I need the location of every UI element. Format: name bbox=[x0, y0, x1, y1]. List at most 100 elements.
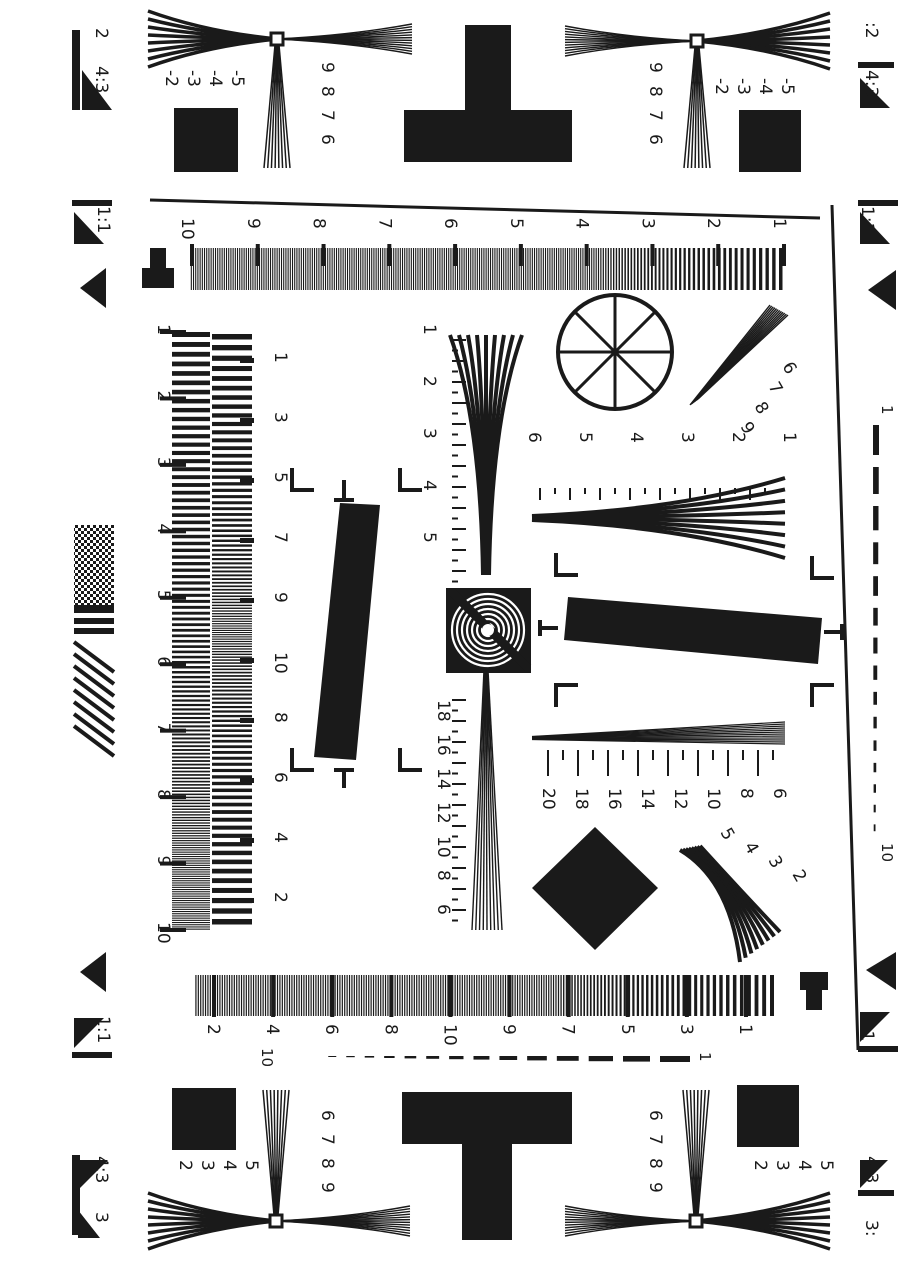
spoke bbox=[613, 350, 657, 394]
strip-bar bbox=[311, 248, 313, 290]
strip-bar bbox=[410, 248, 412, 290]
strip-bar bbox=[633, 248, 636, 290]
h-bar bbox=[172, 897, 210, 899]
strip-bar bbox=[529, 248, 531, 290]
strip-bar bbox=[752, 248, 756, 290]
strip-bar bbox=[618, 248, 620, 290]
wedge-label: 14 bbox=[637, 788, 657, 810]
h-bar bbox=[212, 656, 252, 658]
strip-bar bbox=[296, 975, 298, 1016]
strip-bar bbox=[552, 975, 555, 1016]
strip-bar bbox=[577, 248, 580, 290]
dash bbox=[873, 784, 876, 793]
strip-bar bbox=[560, 975, 562, 1016]
ring bbox=[465, 607, 511, 653]
strip-bar bbox=[294, 248, 296, 290]
dash bbox=[873, 824, 876, 832]
wedge-label: 8 bbox=[736, 788, 756, 799]
strip-bar bbox=[694, 975, 698, 1016]
h-bar bbox=[212, 634, 252, 636]
strip-bar bbox=[473, 975, 475, 1016]
h-bar bbox=[172, 917, 210, 919]
strip-label: 9 bbox=[499, 1024, 519, 1035]
strip-bar bbox=[454, 248, 456, 290]
scale-label: 3 bbox=[153, 457, 173, 468]
corner-labels-br-d: 6 7 8 9 bbox=[645, 1110, 665, 1193]
h-bar bbox=[212, 549, 252, 552]
h-bar bbox=[212, 482, 252, 486]
bracket bbox=[290, 468, 314, 492]
strip-bar bbox=[305, 975, 307, 1016]
h-bar bbox=[172, 816, 210, 819]
strip-bar bbox=[308, 975, 310, 1016]
strip-bar bbox=[379, 248, 382, 290]
h-bar bbox=[212, 446, 252, 451]
corner-fan-br-up bbox=[682, 1089, 695, 1216]
strip-bar bbox=[401, 248, 404, 290]
h-bar bbox=[212, 539, 252, 542]
strip-bar bbox=[452, 248, 454, 290]
dash bbox=[873, 716, 877, 729]
strip-bar bbox=[640, 248, 643, 290]
strip-bar bbox=[472, 248, 474, 290]
strip-bar bbox=[421, 248, 423, 290]
h-bar bbox=[212, 638, 252, 640]
corner-marker-tl: 2 4:3 bbox=[72, 28, 112, 110]
h-bar bbox=[172, 878, 210, 880]
strip-bar bbox=[734, 248, 738, 290]
wedge-label: 4 bbox=[419, 480, 439, 491]
h-bar bbox=[212, 724, 252, 727]
strip-bar bbox=[285, 248, 287, 290]
checker-pattern-block bbox=[72, 525, 116, 758]
h-bar bbox=[172, 908, 210, 910]
strip-bar bbox=[358, 975, 360, 1016]
h-bar bbox=[172, 694, 210, 698]
strip-bar bbox=[224, 975, 226, 1016]
strip-bar bbox=[197, 975, 199, 1016]
h-bar bbox=[212, 678, 252, 681]
strip-bar bbox=[586, 248, 588, 290]
svg-text:-4: -4 bbox=[755, 78, 775, 95]
strip-bar bbox=[762, 975, 767, 1016]
strip-bar bbox=[346, 975, 348, 1016]
dash bbox=[346, 1056, 355, 1058]
strip-bar bbox=[276, 975, 279, 1016]
dash bbox=[873, 576, 878, 596]
strip-bar bbox=[712, 248, 716, 290]
strip-bar bbox=[637, 248, 639, 290]
h-bar bbox=[212, 558, 252, 561]
strip-bar bbox=[265, 248, 267, 290]
h-bar bbox=[212, 671, 252, 674]
strip-bar bbox=[494, 248, 496, 290]
h-bar bbox=[172, 844, 210, 846]
strip-tick bbox=[650, 244, 655, 266]
strip-bar bbox=[327, 975, 329, 1016]
strip-bar bbox=[444, 975, 447, 1016]
strip-bar bbox=[250, 248, 252, 290]
bracket bbox=[810, 683, 834, 707]
strip-bar bbox=[528, 975, 531, 1016]
strip-bar bbox=[586, 975, 589, 1016]
strip-bar bbox=[531, 248, 533, 290]
strip-bar bbox=[357, 248, 360, 290]
h-bar bbox=[212, 756, 252, 760]
h-bar bbox=[212, 355, 252, 361]
h-bar bbox=[212, 668, 252, 671]
strip-bar bbox=[723, 248, 727, 290]
corner-fan-bl-right bbox=[275, 1220, 411, 1237]
strip-bar bbox=[521, 975, 523, 1016]
dash-label: 10 bbox=[878, 843, 896, 862]
wedge-line bbox=[487, 669, 503, 931]
h-bar bbox=[212, 768, 252, 773]
h-bar bbox=[172, 475, 210, 480]
h-bar bbox=[172, 459, 210, 464]
strip-bar bbox=[456, 975, 459, 1016]
h-bar bbox=[172, 716, 210, 720]
strip-bar bbox=[212, 248, 214, 290]
t-mark bbox=[334, 768, 354, 788]
h-bar bbox=[212, 562, 252, 565]
strip-bar bbox=[504, 975, 507, 1016]
dash bbox=[873, 607, 878, 626]
strip-bar bbox=[236, 975, 238, 1016]
corner-fan-tr-down bbox=[698, 46, 711, 169]
